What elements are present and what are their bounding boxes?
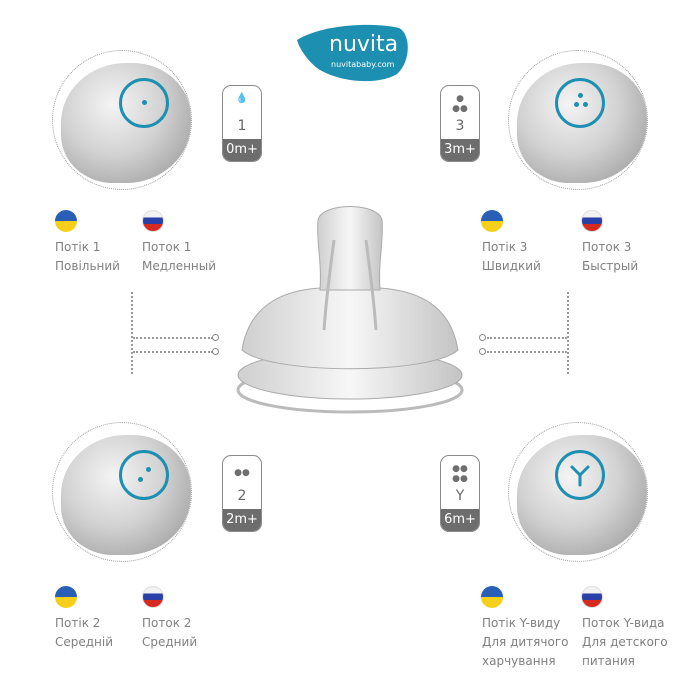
connector-dot bbox=[479, 334, 486, 341]
flow-ring bbox=[555, 78, 605, 128]
connector-line bbox=[487, 351, 567, 353]
badge-age: 2m+ bbox=[223, 509, 261, 531]
ukraine-flag-icon bbox=[55, 210, 77, 232]
nuvita-logo: nuvita nuvitababy.com bbox=[293, 22, 411, 84]
connector-line bbox=[133, 351, 213, 353]
badge-number: 3 bbox=[455, 118, 465, 134]
badge-number: Y bbox=[455, 488, 465, 504]
badge-number: 1 bbox=[237, 118, 247, 134]
connector-line bbox=[131, 292, 133, 374]
flow-badge-3: ●●● 3 3m+ bbox=[440, 85, 480, 162]
russia-flag-icon bbox=[142, 586, 164, 608]
connector-line bbox=[567, 292, 569, 374]
drops-icon: ●●● bbox=[452, 94, 468, 114]
connector-dot bbox=[212, 334, 219, 341]
connector-line bbox=[133, 337, 213, 339]
badge-age: 6m+ bbox=[441, 509, 479, 531]
flow-ring bbox=[555, 450, 605, 500]
flow-ring bbox=[119, 78, 169, 128]
ukraine-flag-icon bbox=[55, 586, 77, 608]
logo-site: nuvitababy.com bbox=[331, 60, 395, 69]
nipple-closeup-flow-y bbox=[508, 422, 648, 562]
drop-icon: 💧 bbox=[235, 93, 249, 104]
nipple-closeup-flow-3 bbox=[508, 50, 648, 190]
silicone-nipple-image bbox=[236, 206, 464, 414]
badge-age: 0m+ bbox=[223, 139, 261, 161]
russia-flag-icon bbox=[142, 210, 164, 232]
ukraine-flag-icon bbox=[481, 210, 503, 232]
badge-age: 3m+ bbox=[441, 139, 479, 161]
russia-flag-icon bbox=[581, 210, 603, 232]
ukraine-flag-icon bbox=[481, 586, 503, 608]
nipple-closeup-flow-1 bbox=[52, 50, 192, 190]
flow-badge-1: 💧 1 0m+ bbox=[222, 85, 262, 162]
connector-line bbox=[487, 337, 567, 339]
flow-ring bbox=[119, 450, 169, 500]
connector-dot bbox=[212, 348, 219, 355]
russia-flag-icon bbox=[581, 586, 603, 608]
flow-badge-y: ●●●● Y 6m+ bbox=[440, 455, 480, 532]
flow-badge-2: ●● 2 2m+ bbox=[222, 455, 262, 532]
drops-icon: ●●●● bbox=[452, 464, 468, 484]
logo-brand: nuvita bbox=[329, 32, 399, 57]
drops-icon: ●● bbox=[234, 468, 250, 478]
badge-number: 2 bbox=[237, 488, 247, 504]
connector-dot bbox=[479, 348, 486, 355]
nipple-closeup-flow-2 bbox=[52, 422, 192, 562]
